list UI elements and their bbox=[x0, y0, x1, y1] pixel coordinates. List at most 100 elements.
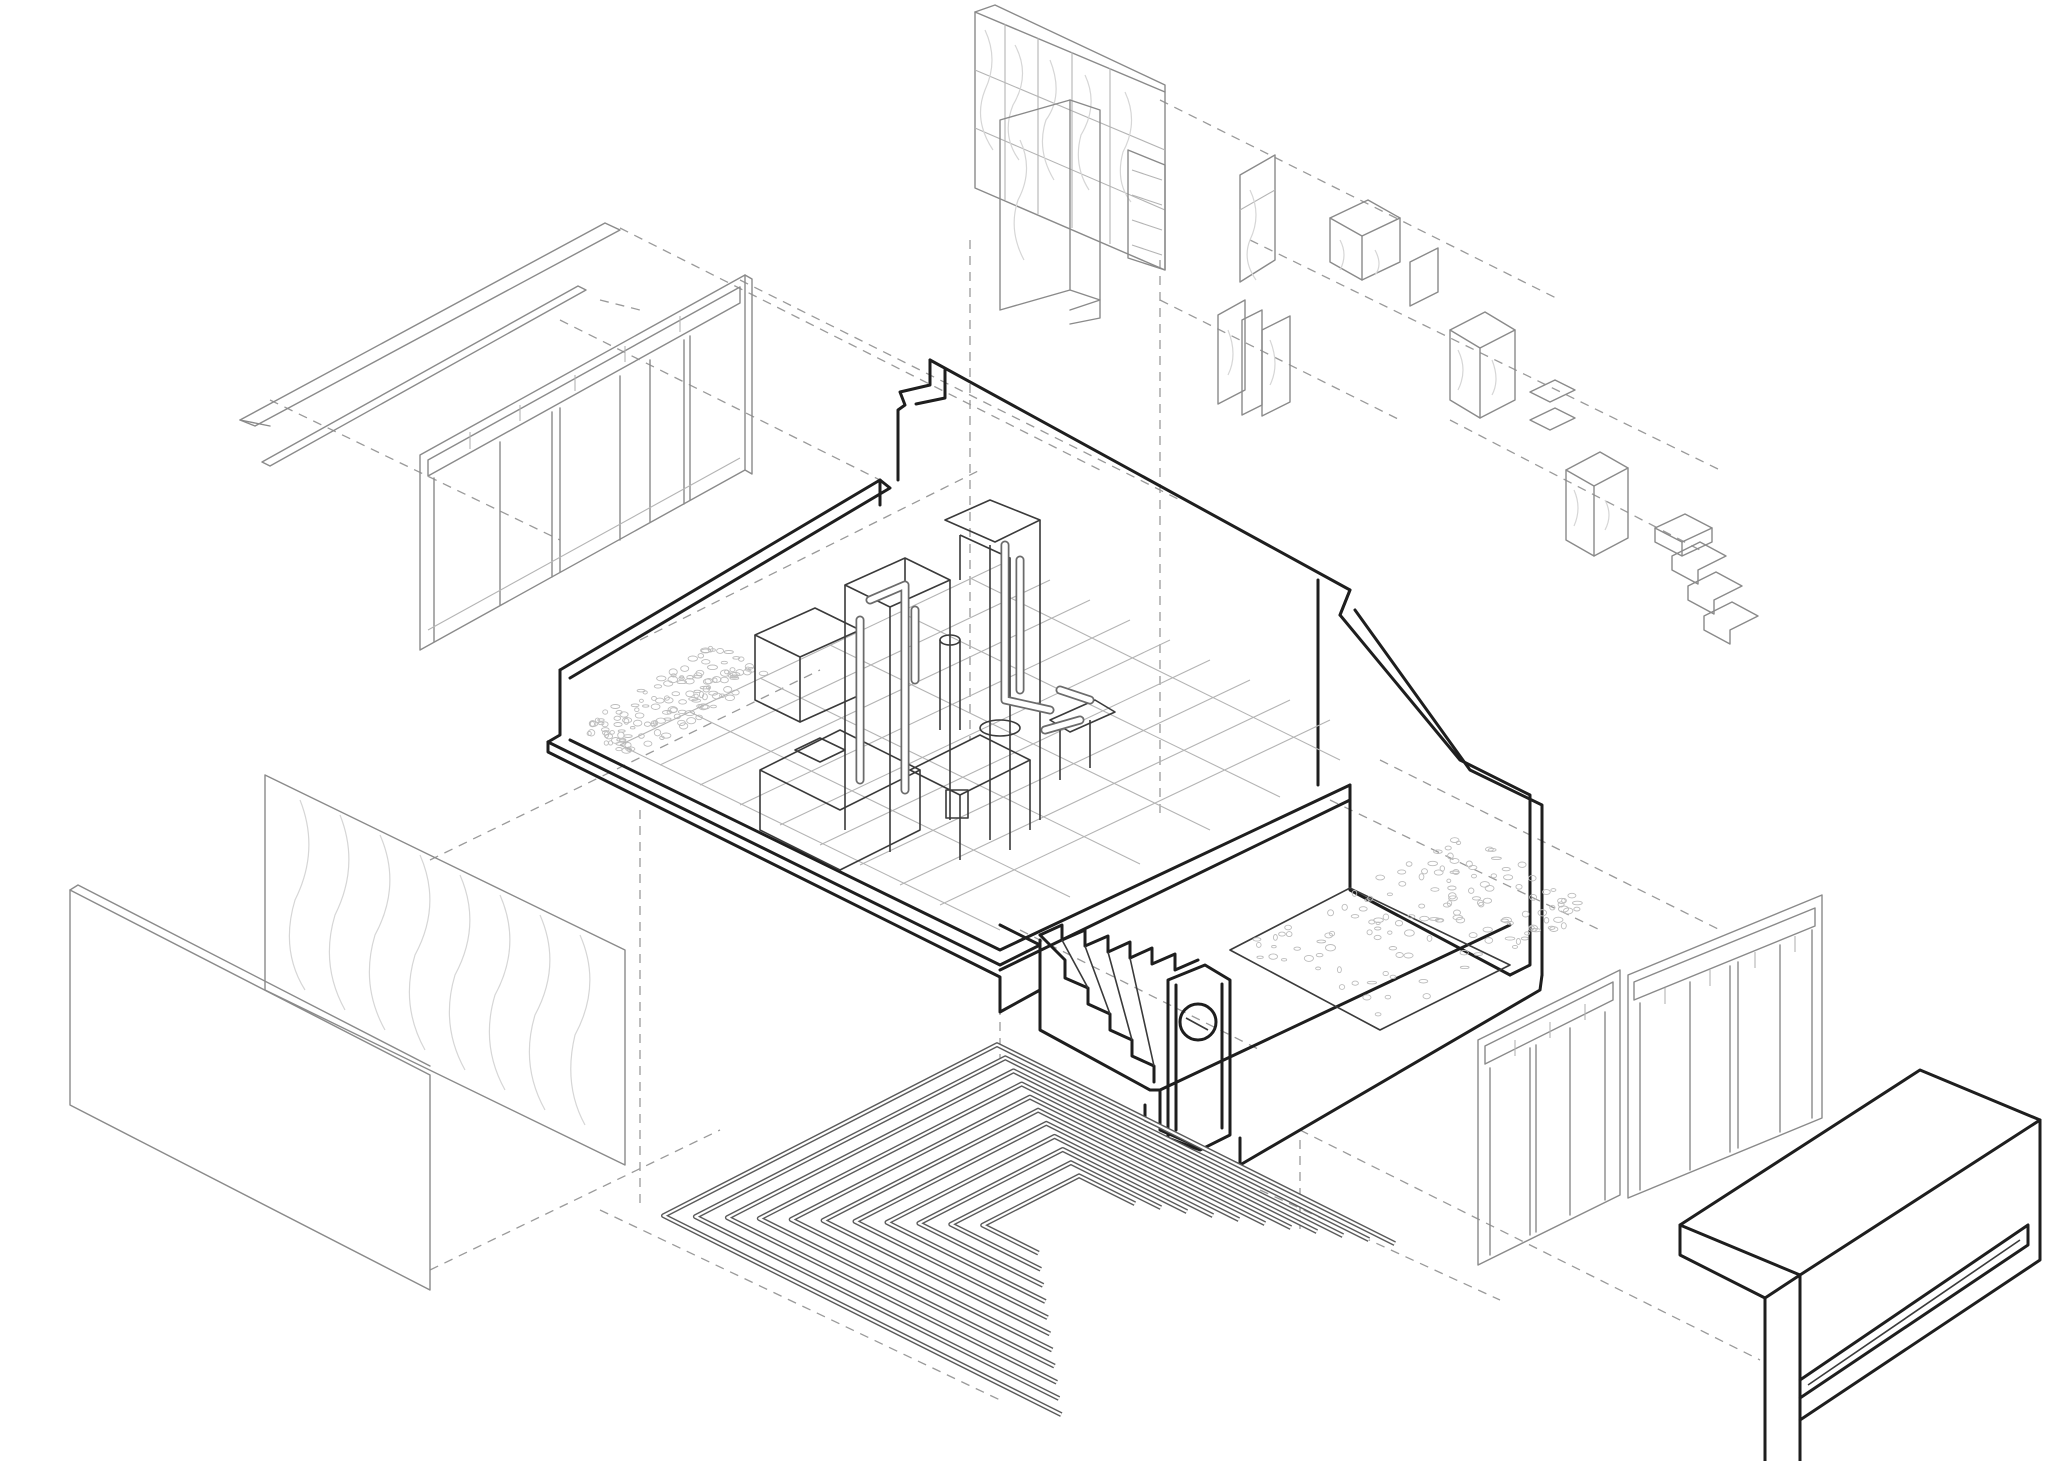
terrace-speck bbox=[684, 678, 695, 685]
terrace-speck bbox=[1426, 934, 1433, 942]
terrace-speck bbox=[619, 711, 629, 718]
terrace-speck bbox=[633, 719, 643, 727]
terrace-speck bbox=[1537, 909, 1548, 917]
concrete-bench bbox=[1678, 1068, 2042, 1461]
terrace-speck bbox=[687, 655, 698, 662]
terrace-speck bbox=[1503, 874, 1514, 881]
terrace-speck bbox=[608, 740, 614, 746]
terrace-speck bbox=[1373, 934, 1382, 941]
terrace-speck bbox=[678, 676, 685, 681]
terrace-speck bbox=[655, 717, 667, 724]
terrace-speck bbox=[1449, 870, 1460, 875]
terrace-speck bbox=[1418, 978, 1429, 984]
terrace-speck bbox=[610, 704, 621, 709]
terrace-speck bbox=[1500, 918, 1509, 923]
terrace-speck bbox=[679, 675, 685, 679]
terrace-speck bbox=[1543, 917, 1550, 924]
terrace-speck bbox=[1284, 924, 1292, 931]
terrace-speck bbox=[1515, 883, 1523, 890]
plywood-panel bbox=[264, 774, 626, 1166]
terrace-speck bbox=[1547, 925, 1556, 930]
terrace-speck bbox=[1507, 920, 1514, 926]
heating-pipe-loop bbox=[853, 1122, 1240, 1319]
terrace-speck bbox=[1473, 952, 1483, 956]
terrace-speck bbox=[1388, 946, 1398, 951]
terrace-speck bbox=[643, 740, 653, 747]
terrace-speck bbox=[1368, 919, 1376, 925]
terrace-speck bbox=[1397, 869, 1407, 875]
terrace-speck bbox=[707, 664, 718, 671]
heating-pipe-loop bbox=[662, 1043, 1396, 1416]
terrace-speck bbox=[1303, 954, 1314, 962]
terrace-speck bbox=[1324, 932, 1334, 939]
terrace-speck bbox=[720, 660, 728, 665]
terrace-speck bbox=[1427, 860, 1438, 867]
terrace-speck bbox=[1433, 849, 1443, 854]
terrace-speck bbox=[643, 721, 652, 727]
heating-pipe-loop bbox=[758, 1082, 1318, 1368]
terrace-speck bbox=[1389, 974, 1397, 980]
terrace-speck bbox=[1325, 944, 1336, 952]
terrace-speck bbox=[1268, 953, 1278, 960]
terrace-speck bbox=[744, 663, 755, 670]
terrace-speck bbox=[1256, 941, 1262, 948]
terrace-speck bbox=[1404, 929, 1415, 937]
terrace-speck bbox=[1550, 888, 1557, 892]
terrace-speck bbox=[1453, 909, 1461, 916]
terrace-speck bbox=[1316, 939, 1327, 944]
terrace-speck bbox=[706, 685, 712, 690]
terrace-speck bbox=[1511, 944, 1519, 949]
terrace-speck bbox=[1501, 916, 1512, 924]
terrace-speck bbox=[719, 669, 731, 677]
glazed-wall-right-b bbox=[1627, 894, 1823, 1199]
terrace-speck bbox=[668, 668, 678, 676]
terrace-speck bbox=[1293, 946, 1301, 951]
terrace-speck bbox=[686, 717, 697, 725]
terrace-speck bbox=[602, 729, 610, 736]
explosion-guide-lines bbox=[269, 99, 1761, 1401]
terrace-speck bbox=[1407, 914, 1416, 919]
terrace-speck bbox=[589, 721, 595, 727]
terrace-speck bbox=[1529, 893, 1538, 901]
terrace-speck bbox=[1403, 952, 1414, 959]
glazed-wall-upper-left bbox=[419, 274, 753, 651]
terrace-speck bbox=[602, 709, 609, 715]
terrace-speck bbox=[1549, 904, 1556, 911]
terrace-speck bbox=[1394, 920, 1404, 927]
terrace-speck bbox=[729, 676, 740, 680]
terrace-speck bbox=[659, 735, 665, 740]
terrace-speck bbox=[724, 694, 736, 702]
terrace-speck bbox=[1362, 994, 1372, 1001]
terrace-speck bbox=[1484, 884, 1495, 892]
terrace-speck bbox=[653, 684, 663, 689]
terrace-speck bbox=[1542, 889, 1551, 895]
terrace-speck bbox=[1465, 860, 1473, 868]
terrace-speck bbox=[1351, 889, 1358, 897]
heating-pipe-loop bbox=[726, 1069, 1344, 1384]
terrace-speck bbox=[1419, 915, 1430, 922]
terrace-speck bbox=[660, 732, 672, 739]
terrace-speck bbox=[1572, 900, 1583, 906]
terrace-speck bbox=[758, 670, 769, 677]
terrace-speck bbox=[1375, 921, 1381, 925]
terrace-speck bbox=[719, 676, 729, 684]
terrace-speck bbox=[603, 731, 610, 739]
terrace-speck bbox=[1421, 868, 1428, 875]
terrace-speck bbox=[1252, 937, 1262, 942]
terrace-speck bbox=[663, 680, 674, 687]
terrace-speck bbox=[1484, 937, 1494, 944]
terrace-speck bbox=[1524, 931, 1531, 936]
heating-pipe-loop bbox=[822, 1109, 1266, 1335]
terrace-speck bbox=[653, 729, 662, 737]
terrace-speck bbox=[1553, 916, 1564, 923]
terrace-speck bbox=[716, 647, 725, 654]
terrace-speck bbox=[1521, 910, 1530, 918]
terrace-speck bbox=[1387, 930, 1393, 935]
terrace-speck bbox=[622, 717, 633, 724]
terrace-speck bbox=[1433, 869, 1444, 876]
terrace-speck bbox=[1490, 873, 1497, 879]
round-window-door bbox=[1166, 963, 1232, 1152]
terrace-speck bbox=[1315, 952, 1324, 958]
terrace-speck bbox=[1418, 873, 1425, 881]
terrace-speck bbox=[730, 674, 739, 679]
